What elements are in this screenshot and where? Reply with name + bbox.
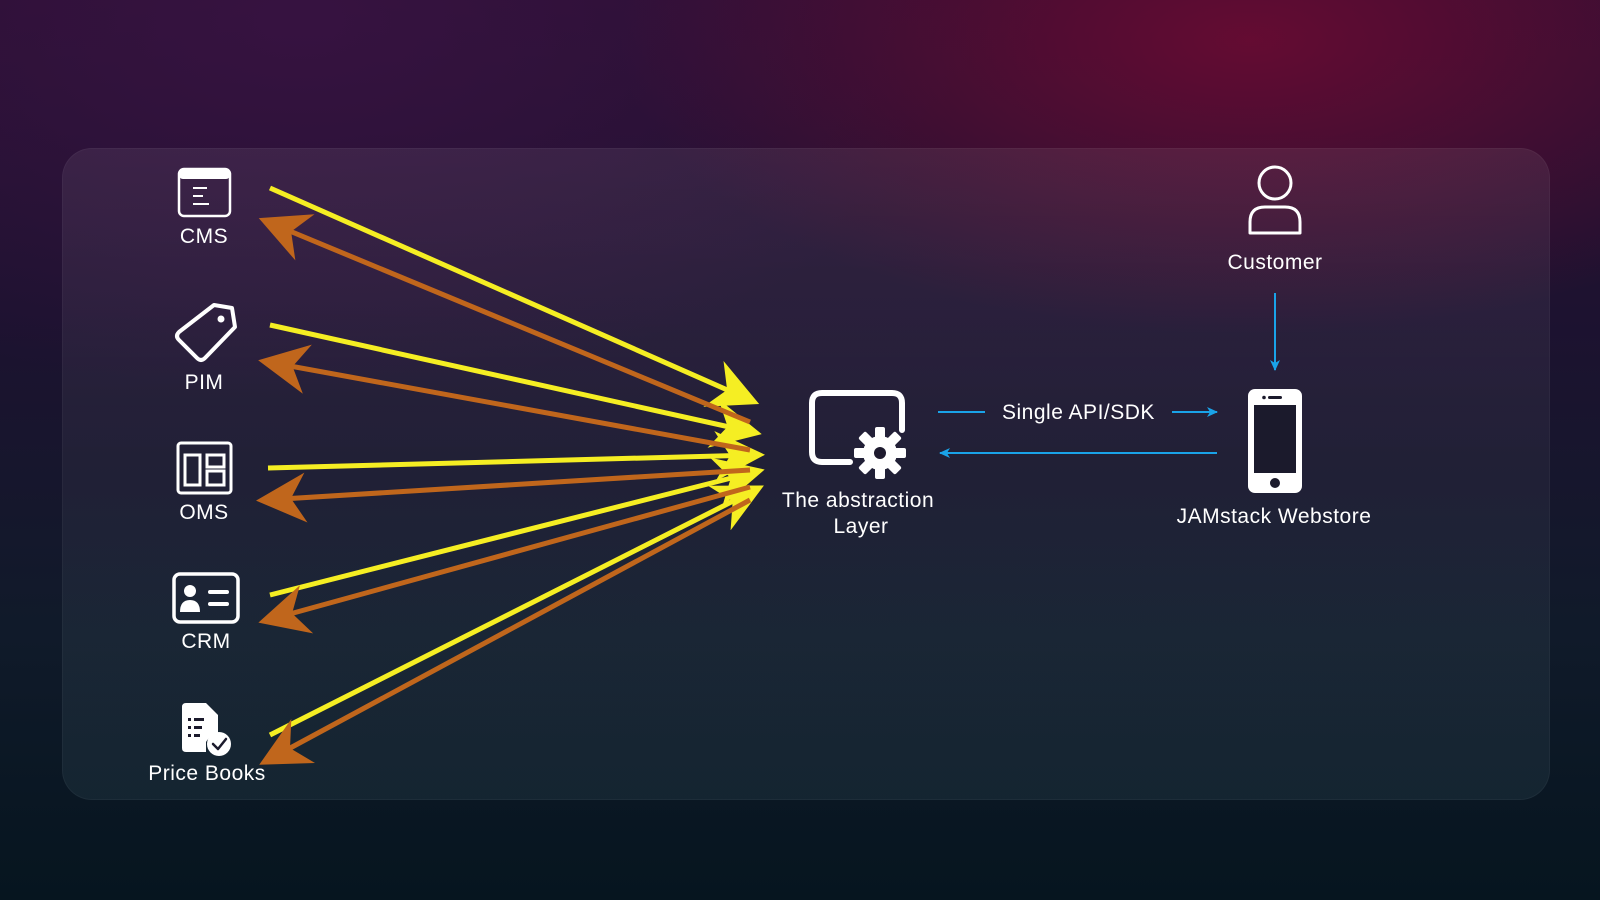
source-label-crm: CRM: [181, 630, 231, 653]
api-link-label: Single API/SDK: [1002, 401, 1155, 424]
user-icon: [1248, 165, 1302, 235]
response-arrow-oms: [256, 467, 751, 523]
abstraction-layer-label-line1: The abstraction: [781, 489, 935, 512]
source-label-oms: OMS: [179, 501, 229, 524]
cms-window-icon: [177, 167, 232, 218]
response-arrow-cms: [258, 214, 751, 425]
request-arrow-crm: [269, 457, 765, 598]
request-arrow-oms: [267, 431, 765, 482]
response-arrow-price-books: [259, 497, 752, 765]
webstore-label: JAMstack Webstore: [1176, 505, 1372, 528]
response-arrow-pim: [258, 344, 751, 453]
source-label-cms: CMS: [179, 225, 229, 248]
price-tag-icon: [175, 303, 237, 362]
source-label-price-books: Price Books: [148, 762, 266, 785]
dashboard-grid-icon: [176, 441, 233, 495]
request-arrow-price-books: [268, 485, 764, 738]
smartphone-icon: [1248, 389, 1302, 493]
request-arrows: [267, 185, 765, 738]
document-check-icon: [182, 703, 231, 756]
contact-card-icon: [172, 572, 240, 624]
source-label-pim: PIM: [184, 371, 224, 394]
response-arrow-crm: [258, 484, 751, 634]
request-arrow-cms: [268, 185, 760, 407]
window-gear-icon: [809, 390, 906, 479]
abstraction-layer-label-line2: Layer: [833, 515, 889, 538]
request-arrow-pim: [269, 322, 762, 448]
response-arrows: [256, 214, 752, 765]
api-arrows: [938, 293, 1280, 458]
customer-label: Customer: [1227, 251, 1323, 274]
